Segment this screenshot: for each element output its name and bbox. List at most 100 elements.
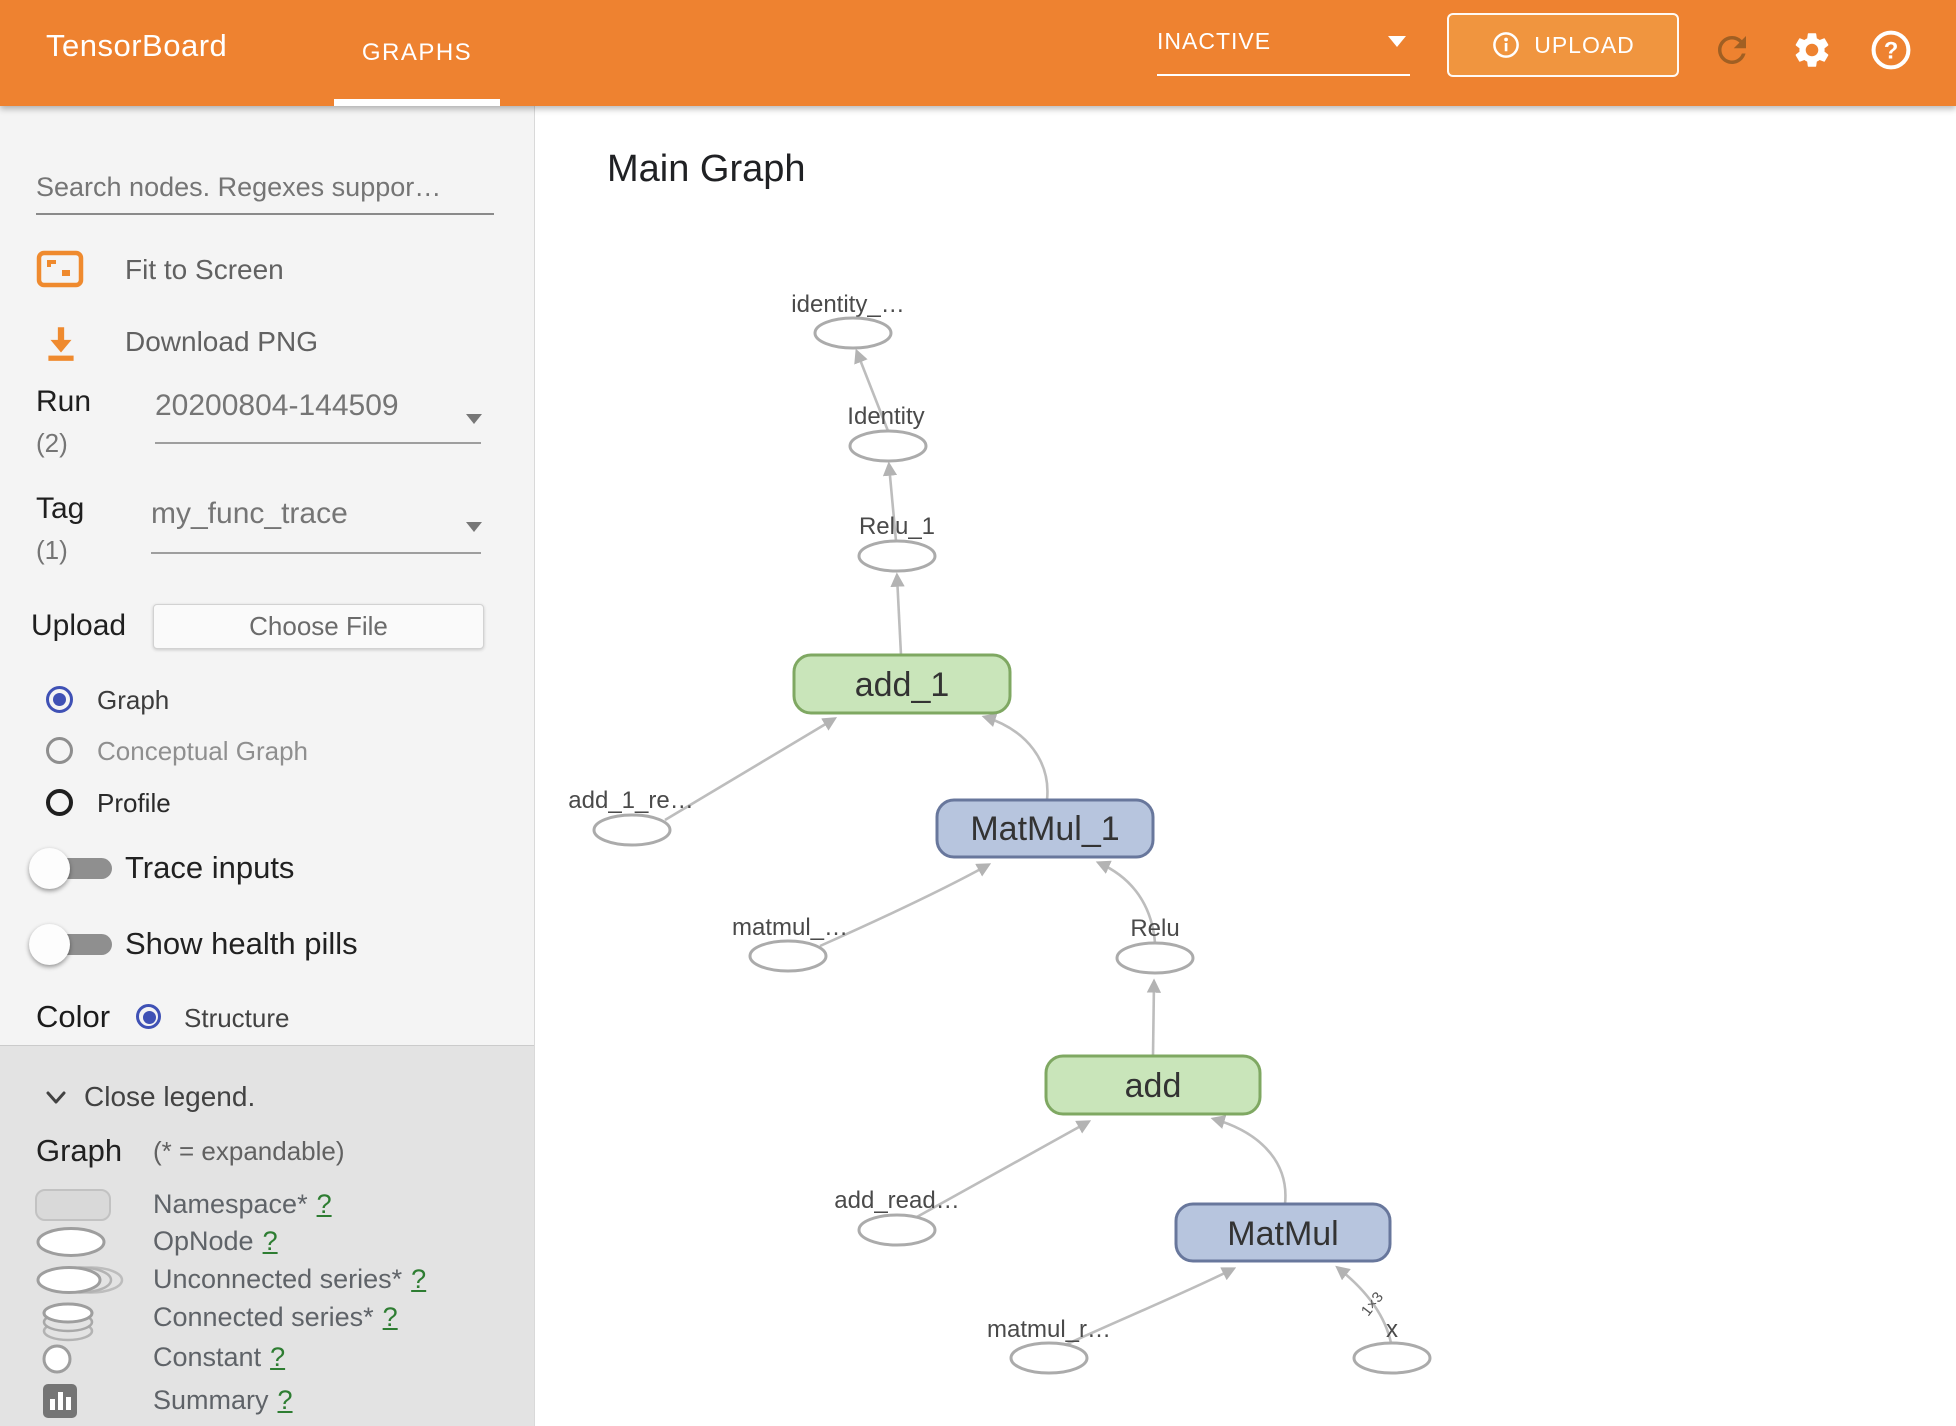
opnode-icon [33, 1224, 113, 1265]
run-caret-icon[interactable] [466, 414, 482, 424]
graph-node-matmul-read[interactable] [748, 939, 828, 973]
svg-text:?: ? [1884, 37, 1899, 64]
graph-canvas[interactable]: 1×3 identity_… Identity Relu_1 add_1_re…… [535, 106, 1956, 1426]
download-png-button[interactable]: Download PNG [125, 326, 318, 357]
legend-panel: Close legend. Graph (* = expandable) Nam… [0, 1045, 534, 1426]
edge-addread-to-add [914, 1120, 1092, 1220]
choose-file-button[interactable]: Choose File [153, 604, 484, 649]
info-icon [1493, 32, 1520, 58]
edge-shape-label: 1×3 [1358, 1289, 1387, 1320]
legend-heading: Graph [36, 1133, 123, 1168]
node-label: add_1_re… [568, 787, 693, 814]
legend-item-label: Summary [153, 1385, 269, 1415]
node-label: add [1125, 1067, 1182, 1105]
mode-select[interactable]: INACTIVE [1157, 28, 1410, 76]
run-label: Run [36, 385, 92, 418]
gear-icon[interactable] [1789, 27, 1835, 73]
edge-relu-to-matmul1 [1095, 860, 1157, 944]
run-select[interactable]: 20200804-144509 [155, 389, 399, 422]
legend-item-label: Unconnected series* [153, 1264, 403, 1294]
tag-caret-icon[interactable] [466, 522, 482, 532]
radio-profile[interactable] [46, 789, 73, 816]
legend-item-label: Namespace* [153, 1189, 308, 1219]
radio-profile-label[interactable]: Profile [97, 788, 171, 818]
connected-series-icon [40, 1295, 104, 1350]
color-label: Color [36, 999, 111, 1034]
mode-select-value: INACTIVE [1157, 28, 1272, 54]
graph-node-matmul-r[interactable] [1009, 1341, 1089, 1375]
edge-matmul-to-add [1210, 1115, 1287, 1205]
node-label: MatMul [1227, 1215, 1338, 1253]
tag-select-underline [151, 552, 481, 554]
upload-button[interactable]: UPLOAD [1447, 13, 1679, 77]
legend-expandable-note: (* = expandable) [153, 1136, 345, 1166]
radio-conceptual-graph-label[interactable]: Conceptual Graph [97, 736, 309, 766]
show-health-pills-toggle[interactable] [29, 922, 114, 966]
trace-inputs-label: Trace inputs [125, 850, 295, 885]
legend-item-opnode: OpNode? [153, 1226, 278, 1257]
graph-node-add[interactable] [1044, 1054, 1262, 1116]
close-legend-button[interactable]: Close legend. [84, 1081, 256, 1112]
graph-node-relu-1[interactable] [857, 539, 937, 573]
edge-add1read-to-add1 [664, 717, 838, 822]
node-label: Identity [847, 403, 924, 430]
edge-add-to-relu [1146, 978, 1162, 1057]
graph-node-identity-out[interactable] [813, 316, 893, 350]
graph-node-add-read[interactable] [857, 1213, 937, 1247]
radio-color-structure-label[interactable]: Structure [184, 1003, 290, 1033]
graph-node-relu[interactable] [1115, 941, 1195, 975]
edge-matmul1-to-add1 [981, 713, 1049, 801]
fit-to-screen-icon[interactable] [36, 249, 84, 289]
radio-conceptual-graph[interactable] [46, 737, 73, 764]
graph-node-matmul[interactable] [1174, 1202, 1392, 1263]
graph-node-x[interactable] [1352, 1341, 1432, 1375]
node-label: matmul_… [732, 914, 848, 941]
legend-item-label: Constant [153, 1342, 262, 1372]
help-link[interactable]: ? [382, 1302, 398, 1332]
help-link[interactable]: ? [316, 1189, 332, 1219]
app-logo: TensorBoard [46, 28, 228, 63]
graph-node-matmul-1[interactable] [935, 798, 1155, 859]
mode-select-underline [1157, 74, 1410, 76]
upload-button-label: UPLOAD [1534, 31, 1635, 58]
legend-item-namespace: Namespace*? [153, 1189, 332, 1220]
legend-item-unconnected-series: Unconnected series*? [153, 1264, 426, 1295]
summary-icon [42, 1383, 80, 1426]
graph-node-identity[interactable] [848, 429, 928, 463]
edge-relu1-to-identity [882, 461, 898, 542]
constant-icon [40, 1341, 84, 1382]
tag-count: (1) [36, 535, 68, 565]
graph-namespace-nodes: add_1 MatMul_1 add MatMul [792, 653, 1392, 1263]
fit-to-screen-button[interactable]: Fit to Screen [125, 254, 284, 285]
graph-node-add-1[interactable] [792, 653, 1012, 715]
sidebar: Fit to Screen Download PNG Run (2) 20200… [0, 106, 535, 1426]
show-health-pills-label: Show health pills [125, 926, 358, 961]
toggle-knob [29, 848, 70, 889]
edge-x-to-matmul [1335, 1265, 1393, 1344]
graph-node-add-1-read[interactable] [592, 813, 672, 847]
radio-graph-label[interactable]: Graph [97, 685, 170, 715]
node-label: matmul_r… [987, 1316, 1111, 1343]
legend-item-connected-series: Connected series*? [153, 1302, 398, 1333]
tag-select[interactable]: my_func_trace [151, 497, 348, 530]
refresh-icon[interactable] [1709, 27, 1755, 73]
trace-inputs-toggle[interactable] [29, 846, 114, 890]
download-icon[interactable] [40, 322, 82, 364]
help-link[interactable]: ? [411, 1264, 427, 1294]
chevron-down-icon[interactable] [42, 1083, 70, 1116]
radio-color-structure[interactable] [136, 1004, 161, 1029]
help-link[interactable]: ? [262, 1226, 278, 1256]
node-label: Relu [1130, 915, 1179, 942]
tab-graphs[interactable]: GRAPHS [361, 39, 473, 66]
node-label: add_read… [834, 1187, 959, 1214]
legend-item-constant: Constant? [153, 1342, 285, 1373]
search-input[interactable] [36, 167, 494, 215]
edge-add1-to-relu1 [890, 572, 905, 656]
help-icon[interactable]: ? [1868, 27, 1914, 73]
help-link[interactable]: ? [270, 1342, 286, 1372]
radio-graph[interactable] [46, 686, 73, 713]
node-label: x [1386, 1316, 1398, 1343]
toggle-knob [29, 924, 70, 965]
page-title: Main Graph [607, 148, 806, 190]
help-link[interactable]: ? [277, 1385, 293, 1415]
